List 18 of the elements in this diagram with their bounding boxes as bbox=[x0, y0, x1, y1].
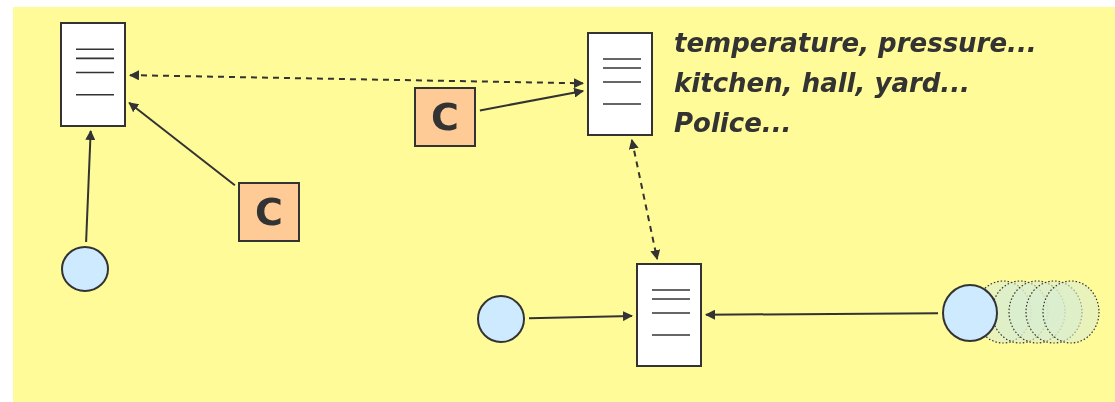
arrow bbox=[528, 311, 633, 322]
arrow bbox=[705, 309, 939, 320]
attribute-text: Police... bbox=[674, 110, 792, 136]
document-icon bbox=[60, 22, 126, 127]
circle-node bbox=[942, 284, 998, 342]
component-box: C bbox=[414, 87, 476, 147]
double-arrow bbox=[628, 138, 661, 261]
circle-node bbox=[477, 295, 525, 343]
attribute-text: kitchen, hall, yard... bbox=[674, 70, 970, 96]
document-icon bbox=[587, 32, 653, 136]
double-arrow bbox=[129, 70, 584, 89]
attribute-text: temperature, pressure... bbox=[674, 30, 1037, 56]
arrow bbox=[478, 87, 585, 112]
arrow bbox=[85, 130, 96, 243]
document-icon bbox=[636, 263, 702, 367]
component-box: C bbox=[238, 182, 300, 242]
arrow bbox=[128, 101, 236, 187]
circle-node bbox=[61, 246, 109, 292]
